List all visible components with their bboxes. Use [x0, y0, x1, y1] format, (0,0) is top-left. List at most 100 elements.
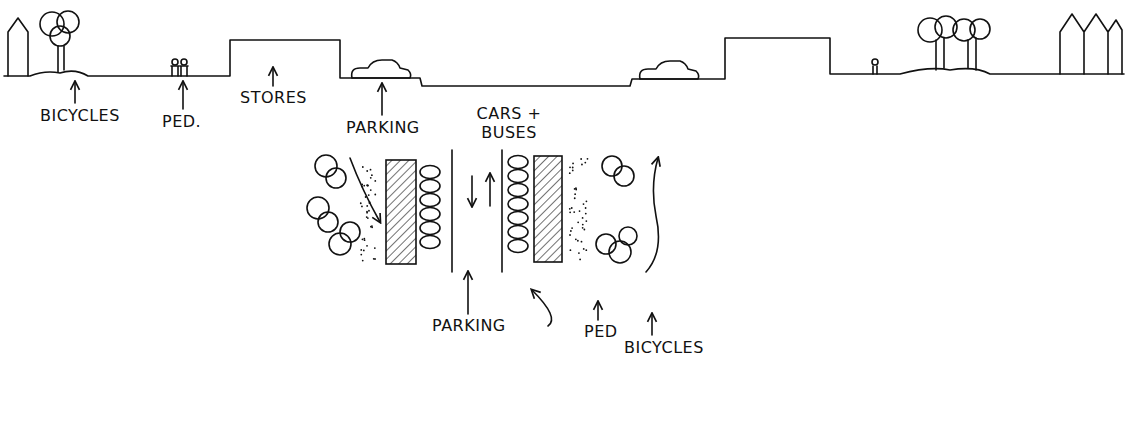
sketch-stroke: [50, 26, 70, 46]
dot: [579, 258, 581, 260]
sketch-stroke: [74, 82, 76, 103]
bicycle-path-arrow: [646, 158, 658, 272]
dot: [360, 249, 362, 251]
houses: [1060, 14, 1122, 74]
dot: [368, 194, 370, 196]
dot: [362, 238, 364, 240]
dot: [583, 229, 585, 231]
car: [640, 61, 699, 79]
parked-car: [420, 208, 440, 221]
sketch-stroke: [614, 166, 634, 186]
dot: [580, 158, 582, 160]
dot: [360, 202, 362, 204]
sketch-stroke: [467, 272, 469, 314]
dot: [367, 185, 369, 187]
dot: [583, 203, 585, 205]
street-section: [4, 11, 1124, 115]
dot: [582, 224, 584, 226]
dot: [575, 187, 577, 189]
street-label: PARKING: [346, 118, 420, 137]
dot: [569, 172, 571, 174]
dot: [371, 174, 373, 176]
sketch-stroke: [326, 168, 346, 188]
sketch-stroke: [182, 82, 184, 109]
sketch-stroke: [532, 290, 552, 326]
sketch-stroke: [651, 314, 653, 335]
ground-profile: [4, 38, 1124, 86]
parked-car: [508, 212, 528, 225]
dot: [366, 211, 368, 213]
sketch-stroke: [272, 68, 274, 86]
dot: [368, 210, 370, 212]
sketch-stroke: [318, 212, 338, 232]
sketch-stroke: [872, 59, 878, 65]
dot: [578, 252, 580, 254]
dot: [570, 230, 572, 232]
store-block: [534, 156, 562, 262]
parked-car: [508, 184, 528, 197]
dot: [585, 249, 587, 251]
dot: [369, 201, 371, 203]
dot: [373, 258, 375, 260]
trees: [918, 16, 990, 70]
dot: [574, 197, 576, 199]
tree: [40, 11, 79, 72]
dot: [366, 216, 368, 218]
parking-cars: [508, 156, 528, 253]
parked-car: [420, 194, 440, 207]
dot: [366, 170, 368, 172]
dot: [370, 189, 372, 191]
sketch-stroke: [918, 18, 942, 42]
dot: [374, 180, 376, 182]
sketch-stroke: [597, 302, 599, 320]
dot: [362, 166, 364, 168]
dot: [570, 249, 572, 251]
dot: [367, 185, 369, 187]
sketch-stroke: [936, 38, 976, 70]
dot: [571, 227, 573, 229]
parked-car: [508, 226, 528, 239]
dot: [572, 169, 574, 171]
label-arrows: [75, 68, 382, 115]
dot: [581, 164, 583, 166]
bicycle-path-arrow: [350, 158, 380, 222]
house: [8, 18, 28, 76]
dot: [569, 234, 571, 236]
sketch-stroke: [172, 59, 178, 65]
sketch-stroke: [873, 66, 877, 74]
traffic-arrow: [471, 176, 473, 206]
sketch-stroke: [307, 197, 329, 219]
dot: [366, 184, 368, 186]
dot: [577, 240, 579, 242]
dot: [577, 221, 579, 223]
traffic-arrow: [489, 174, 491, 206]
dot: [582, 217, 584, 219]
dot: [569, 211, 571, 213]
parked-car: [508, 240, 528, 253]
dot: [361, 185, 363, 187]
dot: [363, 238, 365, 240]
street-label: BICYCLES: [40, 106, 120, 125]
dot: [585, 220, 587, 222]
sketch-stroke: [340, 222, 360, 242]
dot: [370, 177, 372, 179]
sketch-stroke: [315, 155, 337, 177]
sketch-stroke: [58, 46, 64, 72]
sketch-stroke: [381, 84, 383, 115]
parked-car: [420, 166, 440, 179]
dot: [571, 207, 573, 209]
dot: [369, 202, 371, 204]
pedestrians: [171, 59, 188, 76]
dot: [569, 208, 571, 210]
dot: [366, 245, 368, 247]
street-label: PED: [584, 322, 618, 341]
dot: [360, 254, 362, 256]
sketch-stroke: [602, 156, 622, 176]
dot: [585, 213, 587, 215]
street-label: BICYCLES: [624, 338, 704, 357]
street-label: PED.: [162, 112, 201, 131]
pedestrian-dots: [569, 158, 589, 260]
parked-car: [508, 198, 528, 211]
dot: [585, 207, 587, 209]
